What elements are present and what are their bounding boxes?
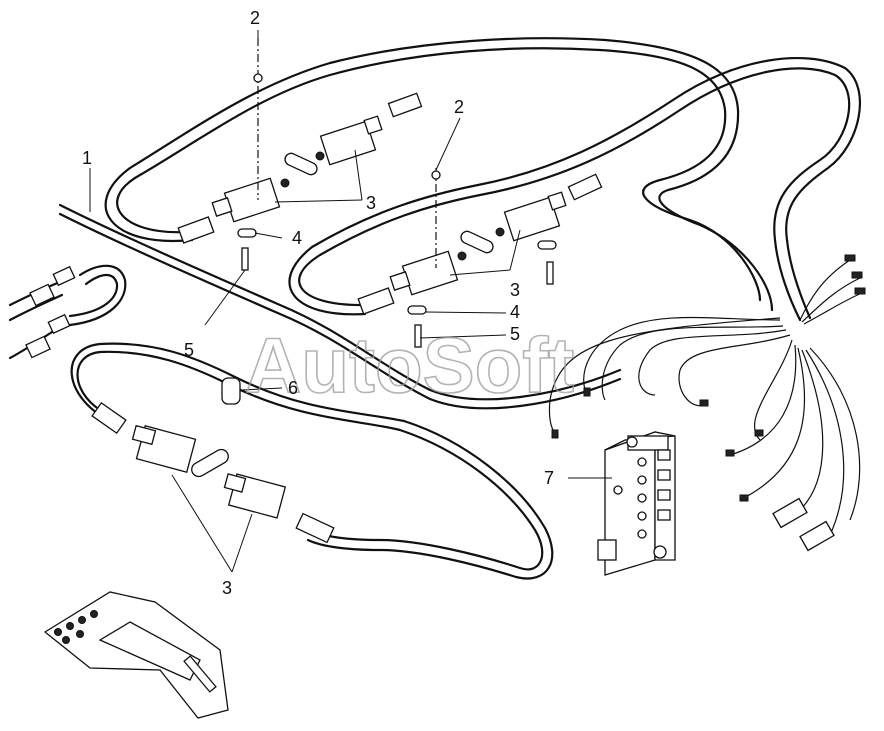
switch-upper-right xyxy=(315,115,383,166)
main-harness-trunk xyxy=(58,203,622,410)
gaskets xyxy=(191,152,557,478)
gasket-plate-icon xyxy=(460,230,494,254)
wire-terminal-icon xyxy=(551,429,559,439)
screw-head-icon xyxy=(253,73,263,83)
flat-connector-icon xyxy=(295,512,335,544)
mounting-bracket xyxy=(43,591,229,719)
round-connector-icon xyxy=(25,335,51,359)
callout-7: 7 xyxy=(544,468,554,488)
washer-icon xyxy=(407,305,427,315)
watermark-text: AutoSoft xyxy=(245,321,574,409)
round-connector-icon xyxy=(29,283,55,307)
lower-loop-harness xyxy=(70,342,554,580)
flat-connector-icon xyxy=(357,287,395,315)
pin-icon xyxy=(241,247,249,271)
flat-connector-icon xyxy=(91,401,127,435)
flat-connectors xyxy=(91,92,866,552)
switches xyxy=(131,115,567,519)
switch-middle-right xyxy=(495,191,567,242)
wire-terminal-icon xyxy=(583,387,591,397)
washer-icon xyxy=(237,228,257,238)
callout-6: 6 xyxy=(288,378,298,398)
round-connector-icon xyxy=(47,313,71,335)
callout-5-upper: 5 xyxy=(184,340,194,360)
gasket-plate-icon xyxy=(284,152,318,176)
flat-connector-icon xyxy=(387,92,423,118)
pin-icon xyxy=(414,324,422,348)
switch-upper-left xyxy=(211,177,290,223)
wire-terminal-icon xyxy=(725,449,735,457)
callout-5-middle: 5 xyxy=(510,324,520,344)
callout-1: 1 xyxy=(82,148,92,168)
callout-4-middle: 4 xyxy=(510,302,520,322)
washer-icon xyxy=(537,240,557,250)
relay-block xyxy=(597,431,676,576)
wire-terminal-icon xyxy=(854,287,866,295)
right-wire-fan xyxy=(548,259,863,536)
callout-2-upper: 2 xyxy=(250,8,260,28)
wire-terminal-icon xyxy=(739,494,749,502)
callout-numbers: 1 2 2 3 3 3 4 4 5 5 6 7 xyxy=(82,8,554,598)
wire-terminal-icon xyxy=(844,254,856,262)
callout-3-upper: 3 xyxy=(366,193,376,213)
screws xyxy=(241,38,554,348)
gasket-plate-icon xyxy=(191,448,229,478)
flat-connector-icon xyxy=(177,216,215,244)
leader-lines xyxy=(89,30,612,573)
switch-lower-left xyxy=(131,424,197,473)
round-connector-icon xyxy=(52,265,76,287)
wire-terminal-icon xyxy=(699,399,709,407)
grommet-plate-icon xyxy=(221,377,241,405)
middle-loop-harness xyxy=(288,57,861,322)
wire-terminal-icon xyxy=(851,271,863,279)
left-sensor-harness xyxy=(8,264,127,360)
upper-left-loop-harness xyxy=(104,37,774,312)
switch-middle-left xyxy=(389,250,467,296)
callout-4-upper: 4 xyxy=(292,228,302,248)
pin-icon xyxy=(546,261,554,285)
block-fitting-icon xyxy=(597,539,617,561)
callout-2-middle: 2 xyxy=(454,97,464,117)
flat-connector-icon xyxy=(799,520,835,552)
flat-connector-icon xyxy=(567,173,603,201)
screw-head-icon xyxy=(431,170,441,180)
callout-3-lower: 3 xyxy=(222,578,232,598)
callout-3-middle: 3 xyxy=(510,280,520,300)
block-fitting-icon xyxy=(653,545,667,559)
switch-lower-right xyxy=(223,473,287,519)
wire-terminal-icon xyxy=(754,429,764,437)
flat-connector-icon xyxy=(772,497,808,529)
